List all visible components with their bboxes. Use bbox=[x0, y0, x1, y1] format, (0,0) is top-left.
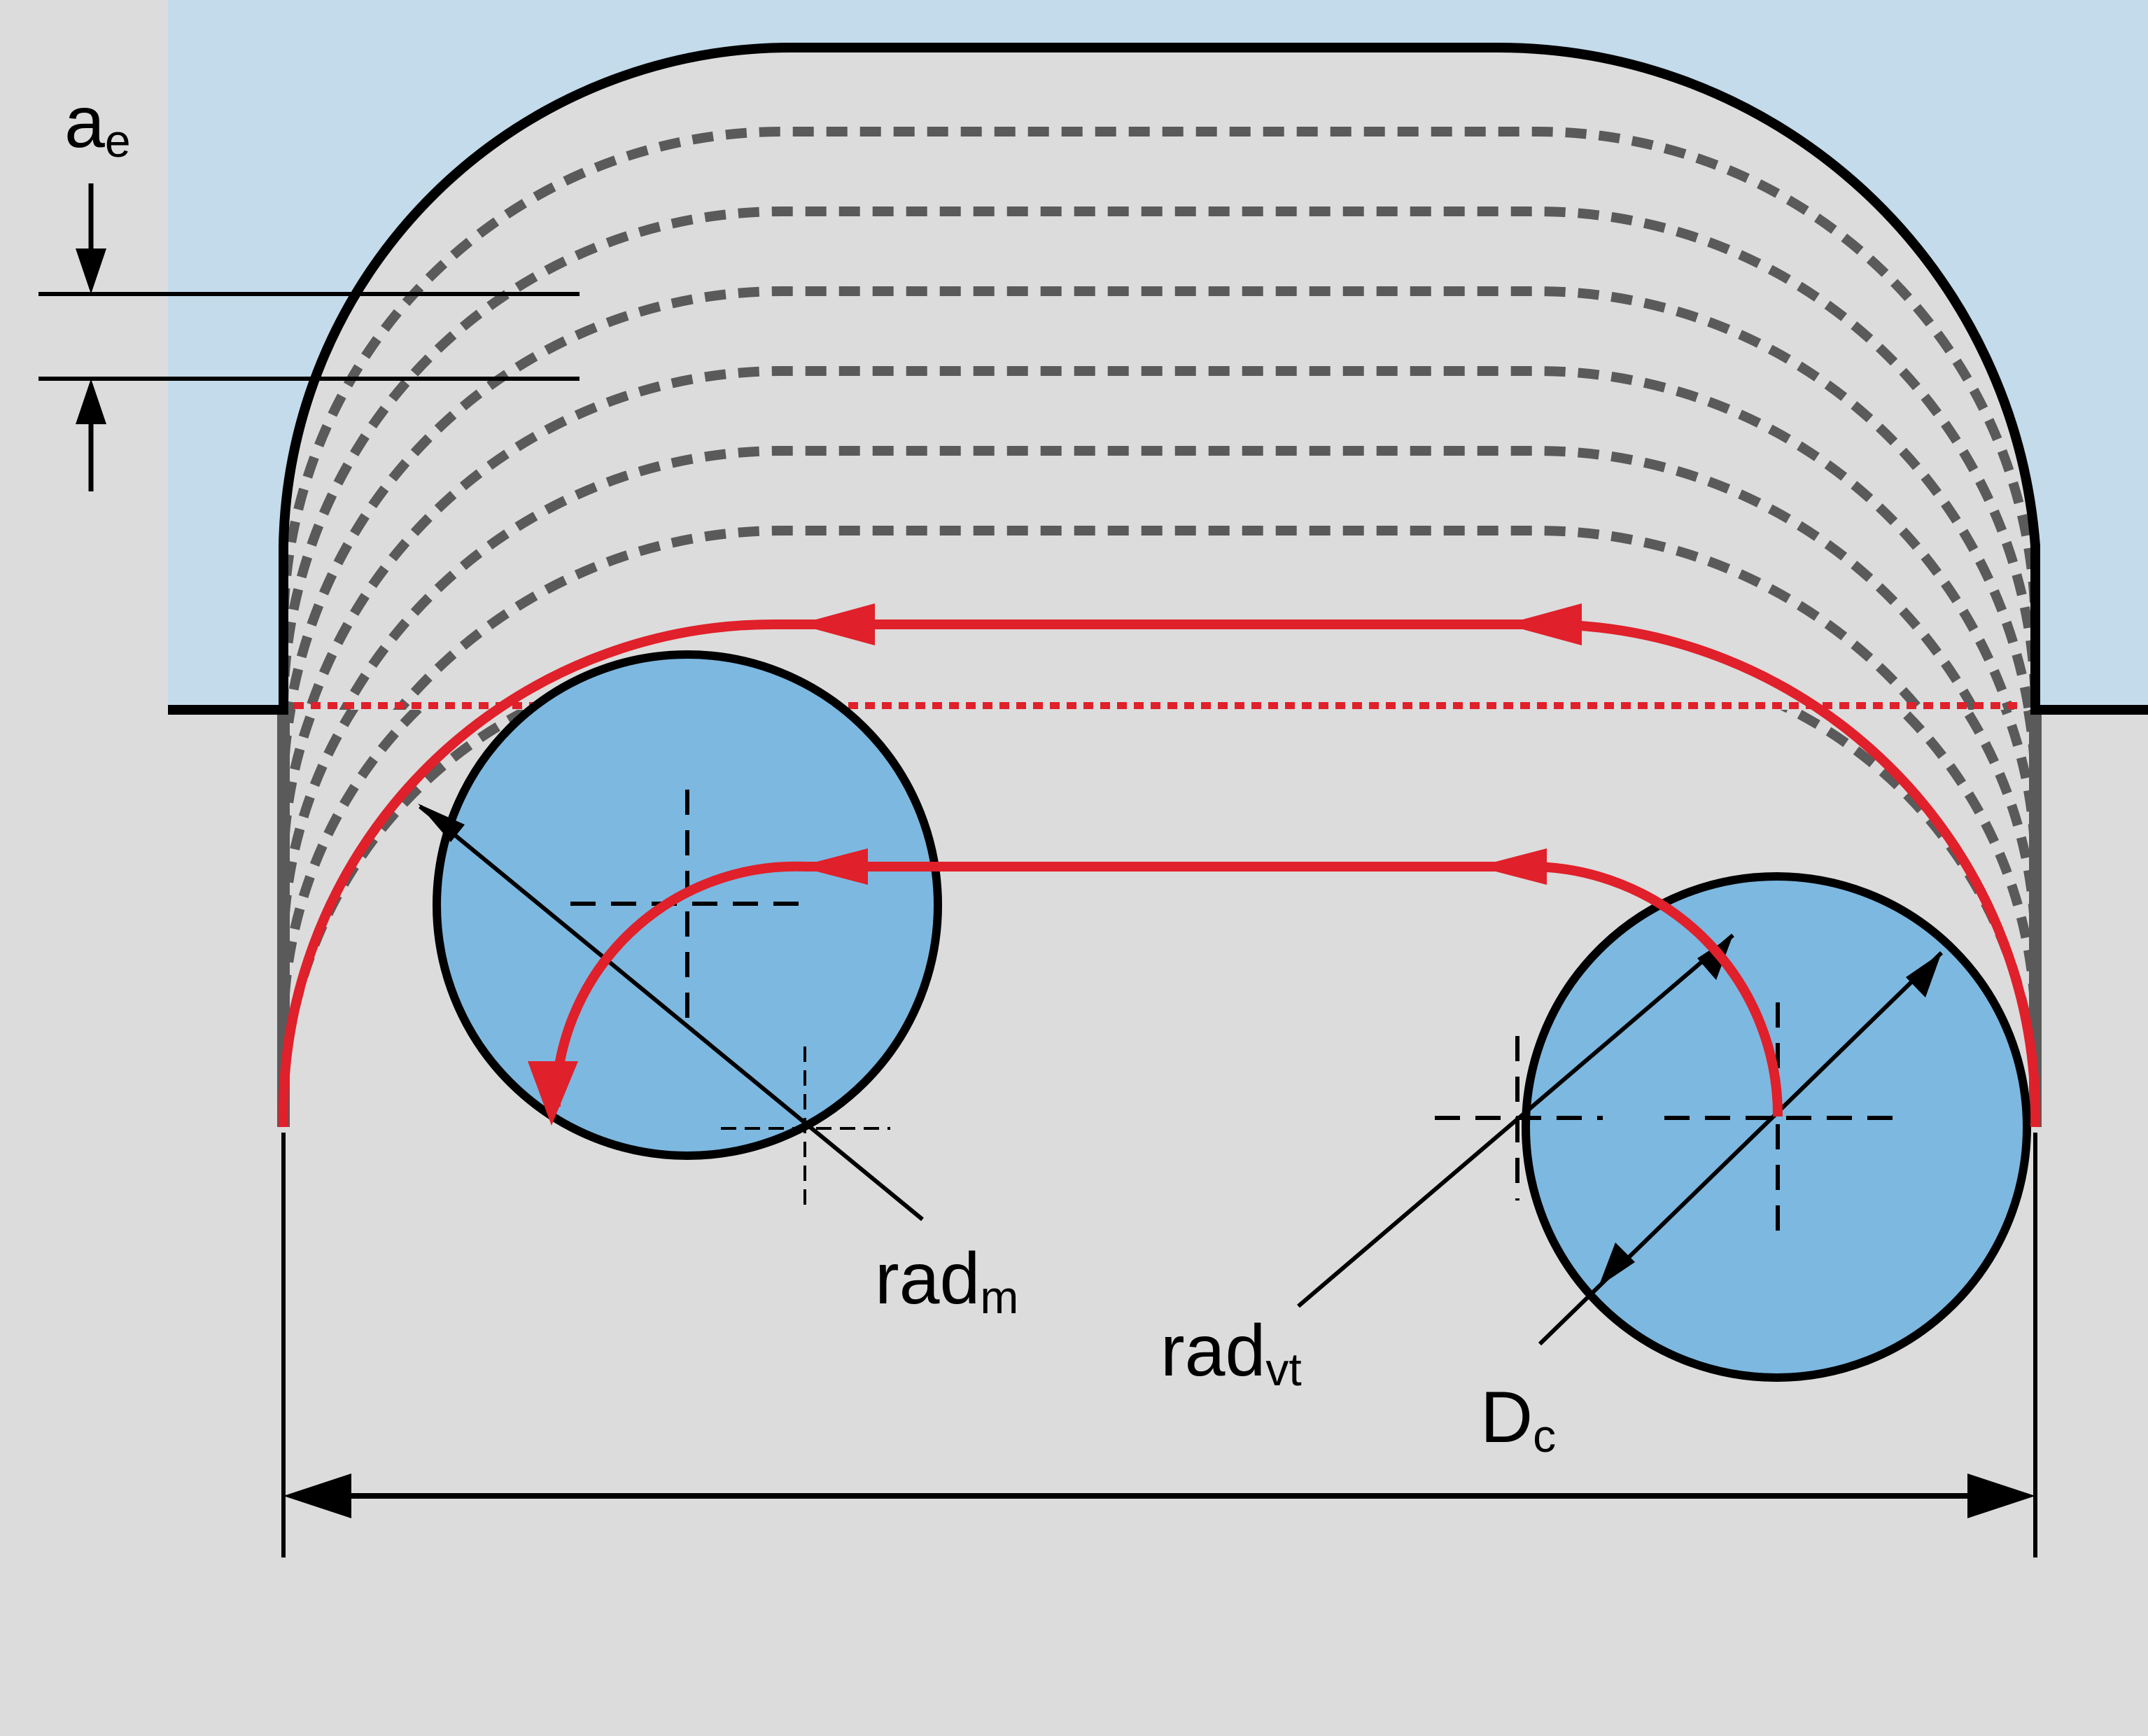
radius-m-dimension bbox=[418, 804, 924, 1222]
stepover-arrowhead-top bbox=[76, 248, 106, 294]
stepover-arrowhead-bottom bbox=[76, 379, 106, 424]
previous-pass-6 bbox=[393, 526, 1926, 710]
previous-pass-5 bbox=[339, 446, 1980, 710]
radius-vt-dimension bbox=[1297, 933, 1734, 1308]
stepover-dimension bbox=[38, 183, 580, 491]
radius-m-arrowhead bbox=[418, 804, 465, 842]
tool-path-arrows bbox=[528, 603, 1582, 1126]
previous-pass-4 bbox=[304, 366, 2014, 710]
previous-pass-2 bbox=[279, 206, 2040, 710]
radius-vt-arrowhead bbox=[1697, 935, 1733, 980]
label-ae: ae bbox=[64, 82, 131, 167]
diameter-arrowhead-top bbox=[1906, 953, 1942, 997]
diameter-arrowhead-bottom bbox=[1599, 1242, 1635, 1287]
tool-path-outer bbox=[278, 620, 2041, 1128]
previous-pass-3 bbox=[285, 286, 2034, 710]
width-arrowhead-left bbox=[283, 1474, 351, 1518]
cutter-left bbox=[433, 650, 942, 1160]
previous-pass-lines bbox=[279, 127, 2040, 710]
slot-width-dimension bbox=[281, 1133, 2037, 1558]
width-arrowhead-right bbox=[1967, 1474, 2035, 1518]
label-dc: Dc bbox=[1480, 1377, 1556, 1462]
workpiece-stock bbox=[168, 0, 2148, 710]
label-radvt: radvt bbox=[1160, 1310, 1302, 1395]
final-slot-contour bbox=[168, 42, 2148, 715]
tool-path bbox=[278, 620, 2041, 1128]
previous-pass-1 bbox=[279, 127, 2040, 710]
label-radm: radm bbox=[875, 1238, 1018, 1323]
tool-path-inner bbox=[551, 861, 1783, 1117]
diameter-dimension bbox=[1538, 951, 1944, 1346]
